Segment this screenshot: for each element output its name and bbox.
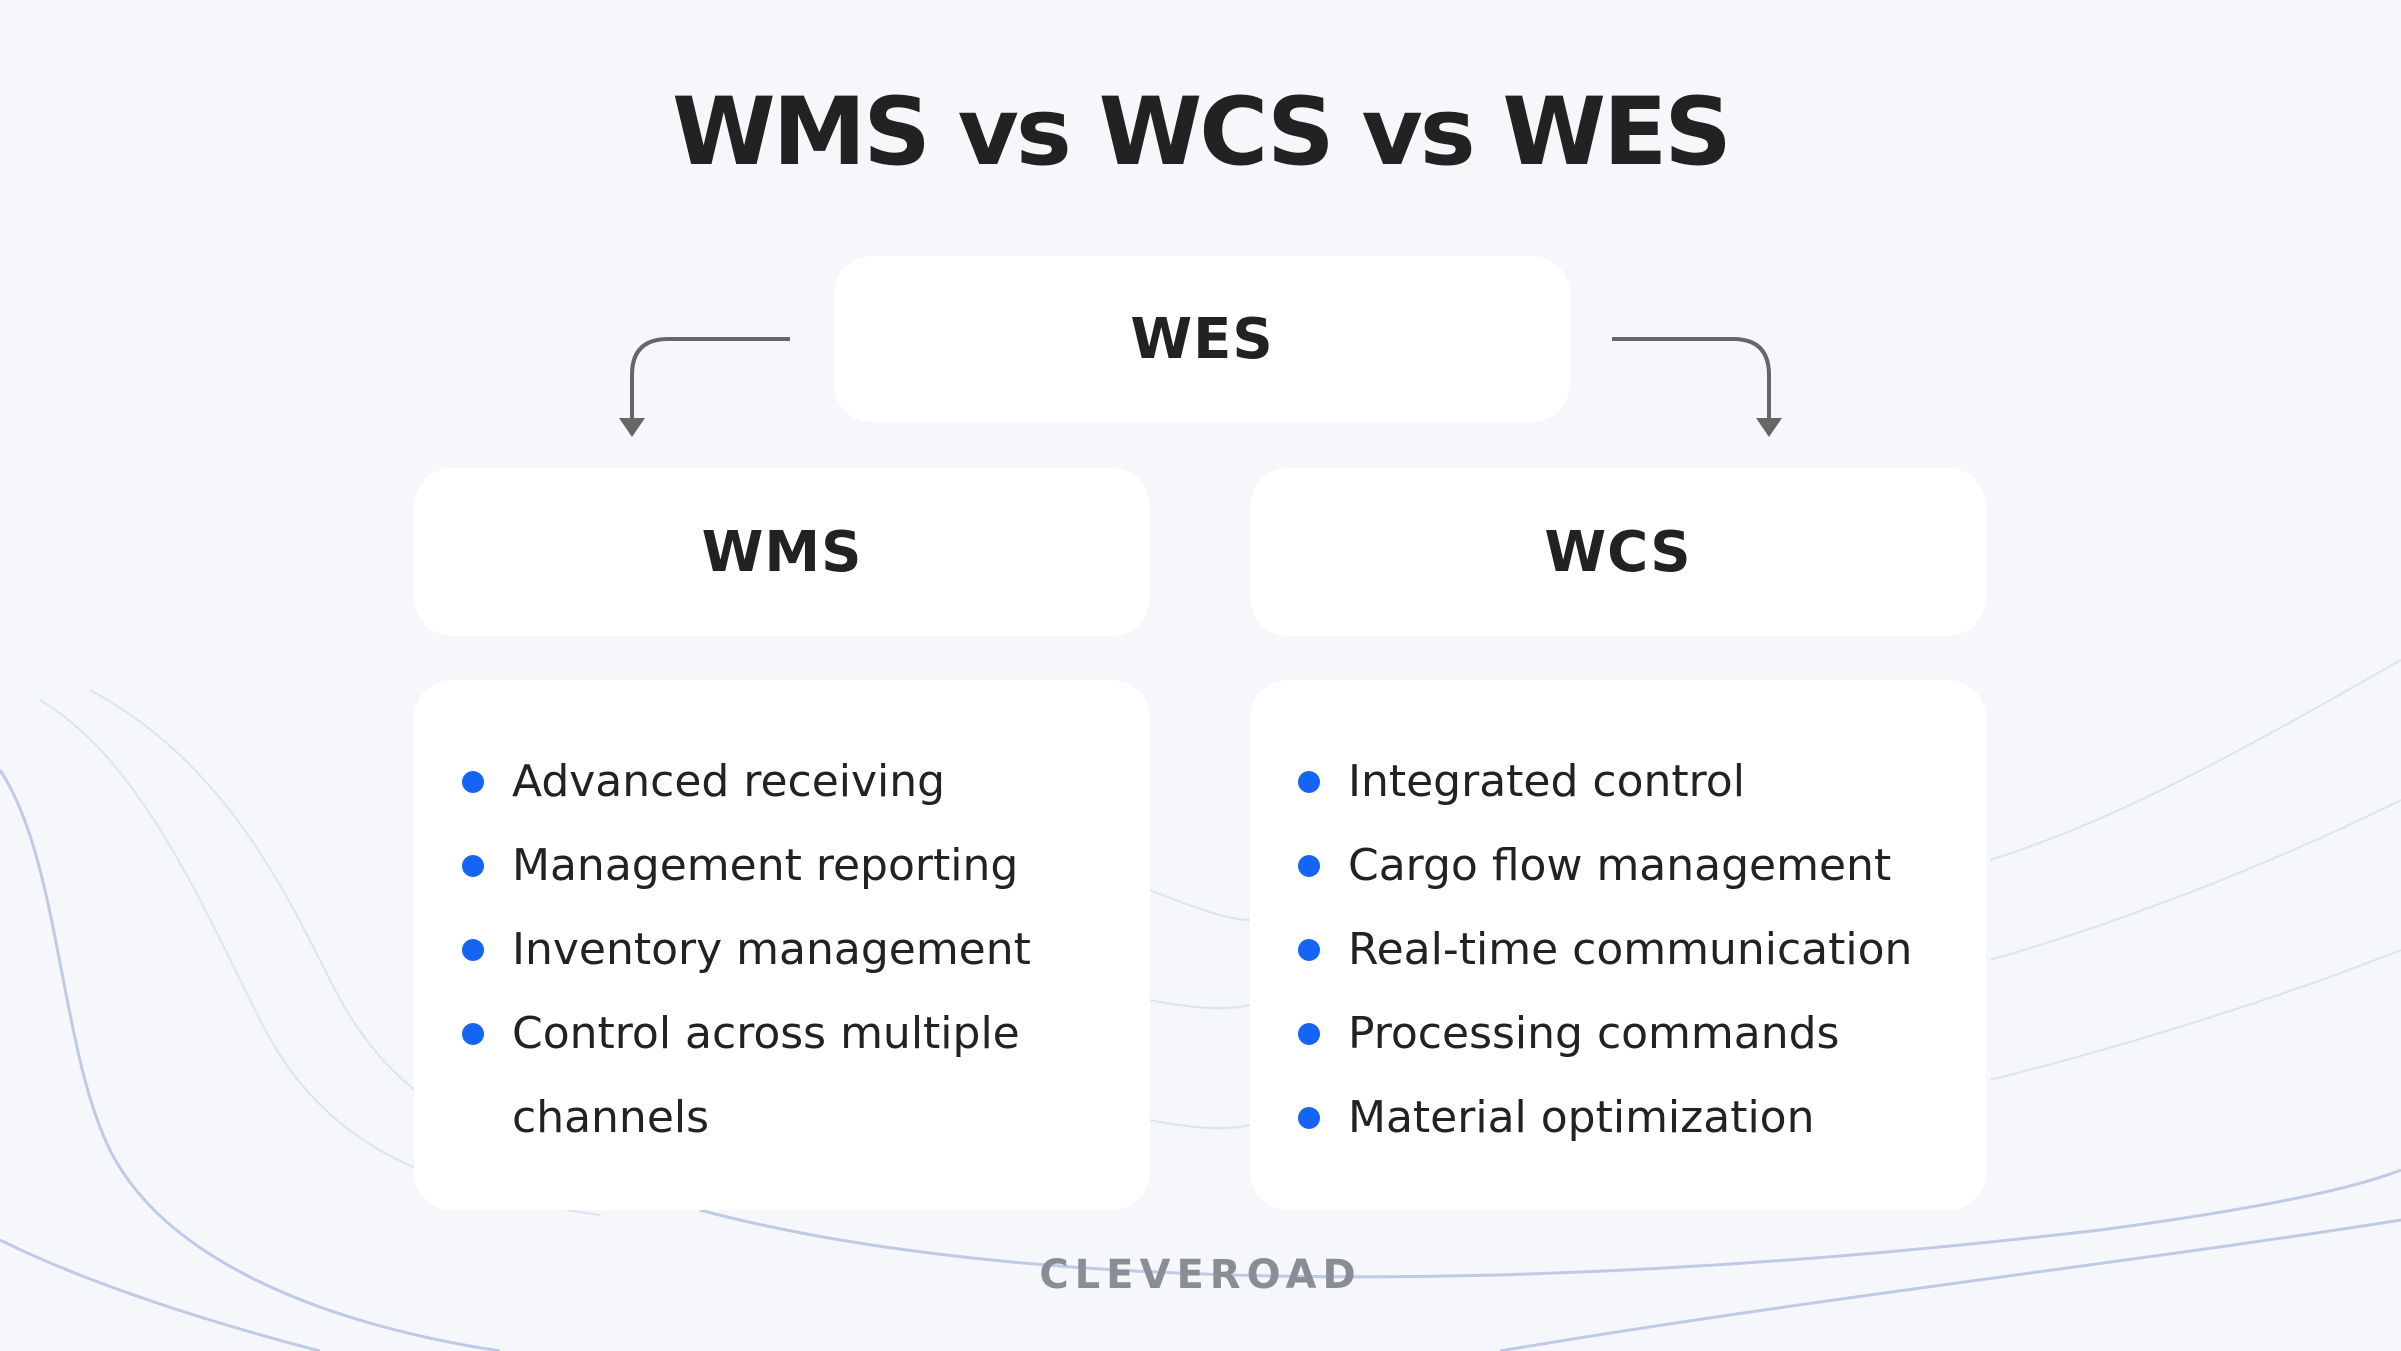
list-item-text: Management reporting <box>512 840 1019 891</box>
list-item: Management reporting <box>462 824 1126 908</box>
list-item: Material optimization <box>1298 1076 1962 1160</box>
list-item-text: Cargo flow management <box>1348 840 1892 891</box>
wcs-features-list: Integrated control Cargo flow management… <box>1298 740 1962 1160</box>
bullet-dot <box>1298 855 1320 877</box>
list-item: Cargo flow management <box>1298 824 1962 908</box>
bullet-dot <box>462 771 484 793</box>
wes-node: WES <box>834 256 1570 422</box>
list-item: Processing commands <box>1298 992 1962 1076</box>
bullet-dot <box>462 855 484 877</box>
bullet-dot <box>462 939 484 961</box>
wms-node-label: WMS <box>701 519 863 585</box>
wms-features-list: Advanced receiving Management reporting … <box>462 740 1126 1160</box>
list-item-text: Material optimization <box>1348 1092 1815 1143</box>
list-item-text: Integrated control <box>1348 756 1745 807</box>
bullet-dot <box>1298 771 1320 793</box>
list-item: Real-time communication <box>1298 908 1962 992</box>
bullet-dot <box>1298 1023 1320 1045</box>
bullet-dot <box>1298 939 1320 961</box>
bullet-dot <box>462 1023 484 1045</box>
bullet-dot <box>1298 1107 1320 1129</box>
list-item-text: Inventory management <box>512 924 1031 975</box>
list-item: Inventory management <box>462 908 1126 992</box>
list-item: Control across multiple channels <box>462 992 1126 1160</box>
wcs-node: WCS <box>1250 468 1986 636</box>
wcs-features-card: Integrated control Cargo flow management… <box>1250 680 1986 1210</box>
brand-logo-text: CLEVEROAD <box>1039 1252 1362 1298</box>
wes-node-label: WES <box>1130 306 1274 372</box>
page-title: WMS vs WCS vs WES <box>672 78 1732 187</box>
list-item-text: Advanced receiving <box>512 756 946 807</box>
list-item: Integrated control <box>1298 740 1962 824</box>
wcs-node-label: WCS <box>1544 519 1692 585</box>
list-item-text: Real-time communication <box>1348 924 1913 975</box>
list-item-text: Control across multiple channels <box>512 1008 1020 1143</box>
wms-node: WMS <box>414 468 1150 636</box>
wms-features-card: Advanced receiving Management reporting … <box>414 680 1150 1210</box>
list-item: Advanced receiving <box>462 740 1126 824</box>
list-item-text: Processing commands <box>1348 1008 1840 1059</box>
